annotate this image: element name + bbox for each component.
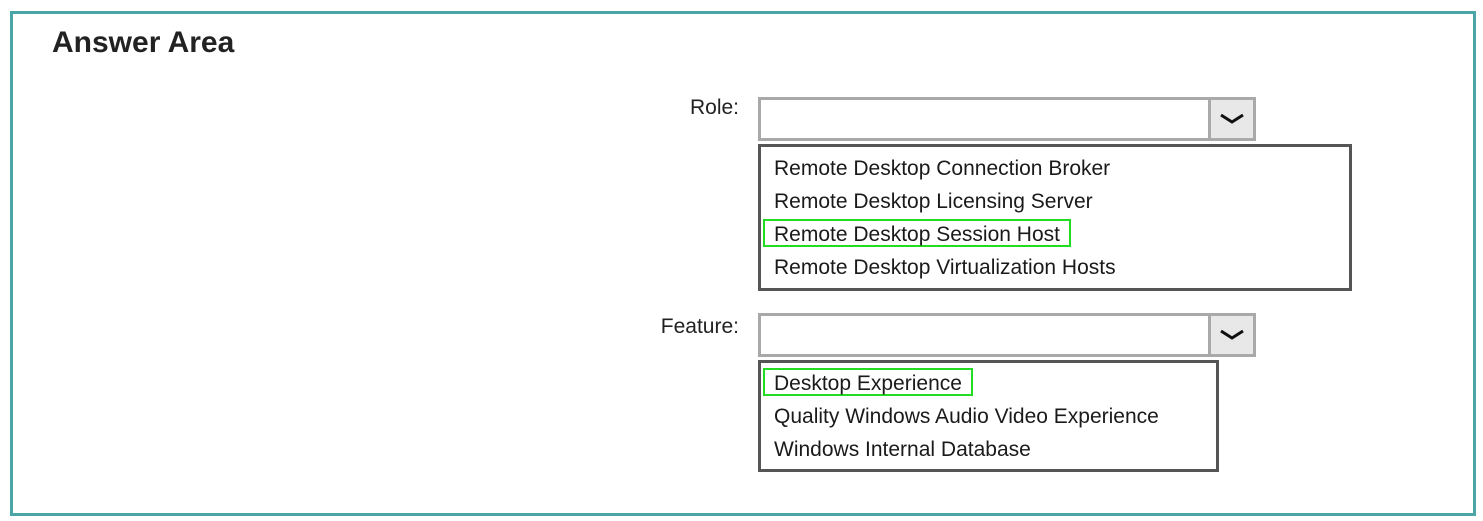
role-label: Role:: [689, 96, 739, 119]
role-option-licensing-server[interactable]: Remote Desktop Licensing Server: [774, 190, 1093, 213]
feature-option-qwave[interactable]: Quality Windows Audio Video Experience: [774, 405, 1159, 428]
chevron-down-icon: [1220, 329, 1244, 340]
feature-dropdown[interactable]: [758, 313, 1256, 357]
role-options-list: Remote Desktop Connection Broker Remote …: [758, 144, 1352, 291]
role-option-session-host[interactable]: Remote Desktop Session Host: [763, 219, 1071, 247]
feature-label: Feature:: [660, 315, 739, 338]
feature-options-list: Desktop Experience Quality Windows Audio…: [758, 360, 1219, 472]
chevron-down-icon: [1220, 113, 1244, 124]
feature-option-desktop-experience[interactable]: Desktop Experience: [763, 368, 973, 396]
role-option-virtualization-hosts[interactable]: Remote Desktop Virtualization Hosts: [774, 256, 1116, 279]
role-dropdown[interactable]: [758, 97, 1256, 141]
feature-dropdown-button[interactable]: [1208, 316, 1253, 354]
role-dropdown-button[interactable]: [1208, 100, 1253, 138]
answer-area-panel: Answer Area Role: Remote Desktop Connect…: [10, 11, 1476, 516]
role-option-connection-broker[interactable]: Remote Desktop Connection Broker: [774, 157, 1111, 180]
feature-option-internal-database[interactable]: Windows Internal Database: [774, 438, 1031, 461]
page-title: Answer Area: [52, 26, 235, 59]
